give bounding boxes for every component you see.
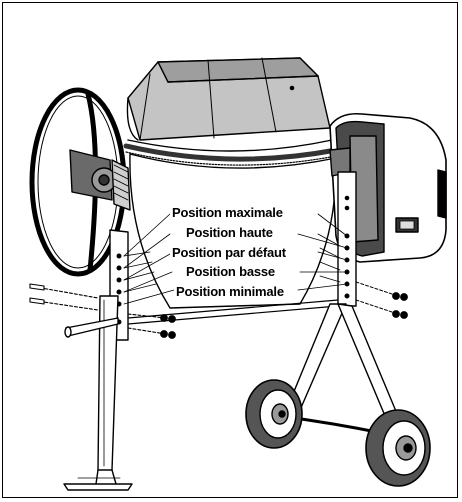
label-position-basse: Position basse — [184, 264, 277, 279]
leader-lines — [123, 213, 348, 305]
left-post — [63, 229, 133, 491]
motor-housing — [329, 112, 447, 263]
label-position-par-defaut: Position par défaut — [170, 245, 288, 260]
wheel-left — [245, 379, 303, 449]
right-post — [337, 171, 357, 307]
label-position-maximale: Position maximale — [170, 205, 285, 220]
nut-icon — [160, 292, 408, 339]
label-position-haute: Position haute — [184, 225, 275, 240]
bolt-icon — [29, 283, 167, 335]
diagram-frame — [2, 2, 458, 498]
drum-gear-ring — [123, 139, 339, 166]
drum-top — [126, 57, 331, 141]
wheel-icon — [29, 87, 131, 277]
wheel-right — [365, 409, 431, 487]
label-position-minimale: Position minimale — [174, 284, 286, 299]
